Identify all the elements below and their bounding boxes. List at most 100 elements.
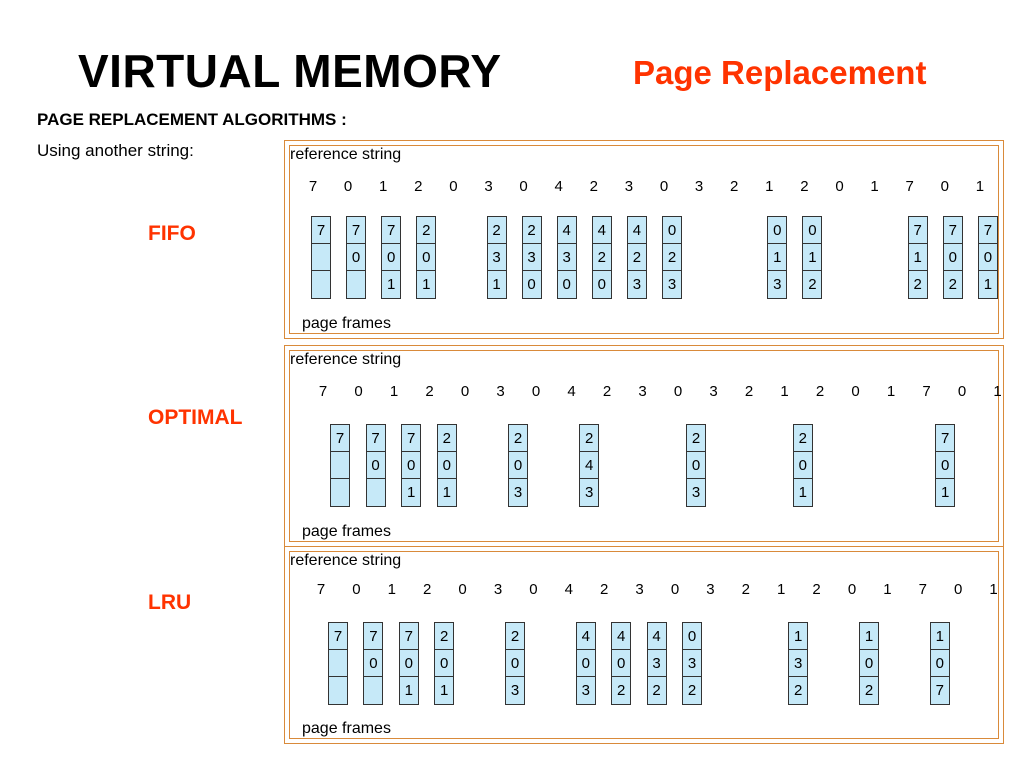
page-frame-cell: 0: [592, 271, 611, 298]
reference-value: 3: [624, 178, 634, 195]
page-frame-cell: 3: [687, 479, 705, 506]
page-frame-cell: 0: [417, 244, 436, 271]
page-frame-cell: 3: [522, 244, 541, 271]
reference-value: 1: [387, 581, 396, 598]
page-frame-cell: 3: [768, 271, 787, 298]
page-frame-cell: 3: [557, 244, 576, 271]
panel-inner-border: [289, 145, 999, 334]
reference-value: 2: [425, 383, 434, 400]
page-frame-cell: 0: [399, 650, 418, 677]
page-frames-label: page frames: [302, 720, 391, 737]
page-frame-cell: 1: [487, 271, 506, 298]
reference-value: 3: [694, 178, 704, 195]
page-frames-label: page frames: [302, 315, 391, 332]
page-frame-cell: 1: [417, 271, 436, 298]
page-frame-cell: 7: [366, 425, 385, 452]
page-frame-cell: [331, 479, 349, 506]
page-frame-cell: 0: [768, 217, 787, 244]
page-frame-cell: 1: [860, 623, 878, 650]
page-frame-cell: 7: [930, 677, 949, 704]
reference-value: 1: [883, 581, 892, 598]
reference-value: 3: [638, 383, 647, 400]
page-frame-cell: 4: [576, 623, 595, 650]
reference-value: 3: [706, 581, 715, 598]
reference-value: 3: [709, 383, 718, 400]
reference-value: 0: [847, 581, 857, 598]
reference-value: 1: [870, 178, 879, 195]
page-frame-cell: 0: [435, 650, 454, 677]
page-frame-cell: 1: [402, 479, 421, 506]
page-frame-cell: [366, 479, 385, 506]
page-frame-cell: 1: [789, 623, 808, 650]
reference-value: 1: [886, 383, 896, 400]
page-frame-cell: 0: [506, 650, 524, 677]
page-frame-cell: 7: [364, 623, 383, 650]
page-frame-cell: 1: [930, 623, 949, 650]
page-frame-cell: 2: [487, 217, 506, 244]
reference-value: 2: [800, 178, 809, 195]
reference-value: 2: [423, 581, 432, 598]
page-frame-cell: 4: [592, 217, 611, 244]
reference-value: 3: [635, 581, 644, 598]
reference-value: 7: [905, 178, 914, 195]
page-frame-column: 7: [328, 622, 348, 705]
reference-value: 3: [484, 178, 493, 195]
page-frame-cell: 0: [522, 271, 541, 298]
reference-value: 7: [316, 581, 326, 598]
page-frame-cell: 0: [364, 650, 383, 677]
page-frame-cell: 7: [908, 217, 927, 244]
page-frame-cell: 1: [803, 244, 822, 271]
page-frame-cell: 2: [789, 677, 808, 704]
page-frame-cell: 0: [402, 452, 421, 479]
page-frame-cell: 0: [683, 623, 701, 650]
page-frame-cell: 1: [768, 244, 787, 271]
reference-value: 2: [730, 178, 739, 195]
reference-value: 2: [602, 383, 612, 400]
algorithm-panel: [284, 140, 1004, 339]
reference-value: 2: [600, 581, 609, 598]
section-heading: PAGE REPLACEMENT ALGORITHMS :: [37, 110, 347, 129]
reference-value: 7: [922, 383, 931, 400]
page-frame-cell: [329, 677, 347, 704]
reference-value: 0: [352, 581, 361, 598]
reference-value: 0: [957, 383, 967, 400]
page-frame-cell: 2: [860, 677, 878, 704]
page-frame-cell: 7: [347, 217, 366, 244]
page-frame-cell: 0: [978, 244, 997, 271]
reference-value: 0: [354, 383, 363, 400]
page-frame-cell: 7: [402, 425, 421, 452]
page-frame-cell: 3: [789, 650, 808, 677]
reference-value: 4: [564, 581, 573, 598]
page-frame-cell: 1: [936, 479, 955, 506]
page-frame-cell: 0: [936, 452, 955, 479]
reference-value: 2: [741, 581, 750, 598]
reference-value: 0: [851, 383, 860, 400]
reference-value: 2: [414, 178, 423, 195]
reference-value: 0: [954, 581, 963, 598]
reference-value: 0: [940, 178, 949, 195]
intro-text: Using another string:: [37, 141, 194, 160]
page-frame-cell: 2: [683, 677, 701, 704]
page-frame-cell: 2: [580, 425, 599, 452]
page-frame-cell: 2: [803, 271, 822, 298]
page-frame-cell: 2: [943, 271, 962, 298]
reference-value: 2: [744, 383, 754, 400]
page-frame-cell: [312, 271, 330, 298]
page-frames-label: page frames: [302, 523, 391, 540]
page-frame-column: 7: [311, 216, 331, 299]
page-frame-cell: 1: [793, 479, 812, 506]
